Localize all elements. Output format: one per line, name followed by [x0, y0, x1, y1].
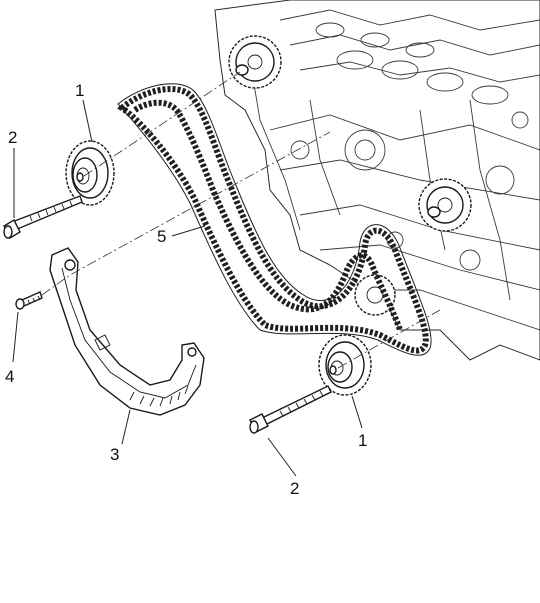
callout-labels: 1 2 5 4 3 1 2	[5, 81, 367, 498]
callout-sprocket-bottom: 1	[358, 431, 367, 450]
callout-bolt-small: 4	[5, 367, 14, 386]
callout-bolt-left: 2	[8, 128, 17, 147]
callout-guide: 3	[110, 445, 119, 464]
timing-chain	[117, 83, 432, 356]
callout-bolt-bottom: 2	[290, 479, 299, 498]
callout-sprocket-top: 1	[75, 81, 84, 100]
bolt-small	[15, 291, 43, 310]
engine-block	[214, 0, 540, 361]
engine-cam-sprocket-middle	[418, 178, 472, 232]
callout-chain: 5	[157, 227, 166, 246]
engine-crank-sprocket	[354, 274, 396, 316]
sprocket-bottom	[318, 334, 372, 396]
bolt-left	[3, 195, 83, 239]
assembly-axis-lines	[41, 71, 441, 369]
engine-cam-sprocket-upper	[228, 35, 282, 89]
bolt-bottom	[249, 385, 332, 434]
leader-lines	[12, 99, 363, 477]
chain-guide	[49, 247, 205, 416]
sprocket-top	[65, 140, 115, 206]
